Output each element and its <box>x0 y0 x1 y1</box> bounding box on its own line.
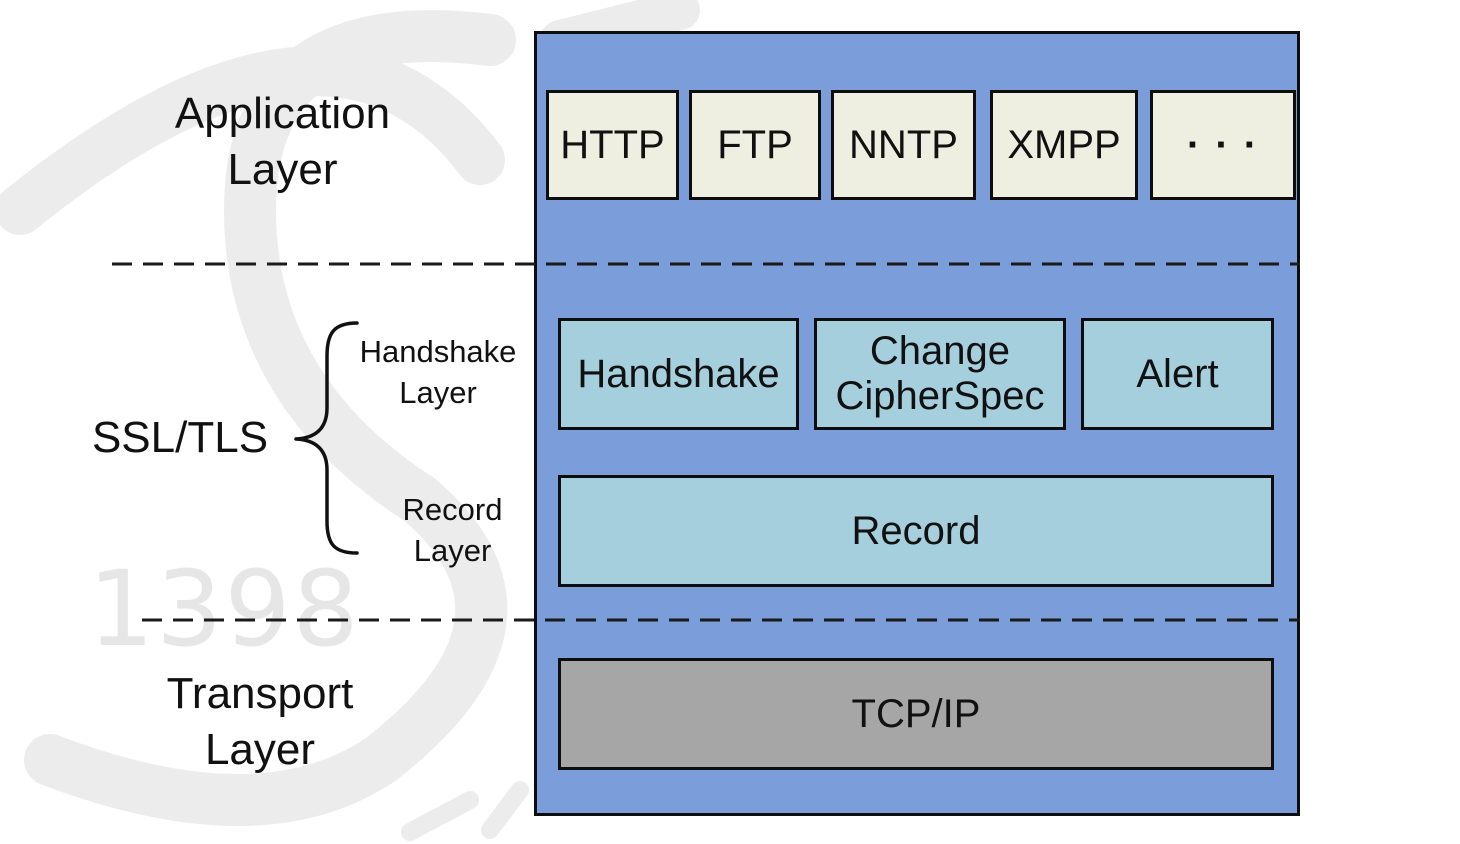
application-layer-label: Application Layer <box>174 89 391 194</box>
protocol-handshake: Handshake <box>558 318 799 430</box>
protocol-tcp-ip: TCP/IP <box>558 658 1274 770</box>
protocol-more: · · · <box>1150 90 1296 200</box>
transport-layer-label: Transport Layer <box>166 669 354 774</box>
protocol-alert: Alert <box>1081 318 1274 430</box>
protocol-record: Record <box>558 475 1274 587</box>
protocol-change-cipher-spec: Change CipherSpec <box>814 318 1066 430</box>
protocol-nntp: NNTP <box>831 90 976 200</box>
watermark-digits: 1398 <box>88 548 361 670</box>
handshake-layer-label: Handshake Layer <box>359 334 517 410</box>
ssl-tls-label: SSL/TLS <box>91 413 269 462</box>
protocol-http: HTTP <box>546 90 679 200</box>
protocol-ftp: FTP <box>689 90 821 200</box>
protocol-xmpp: XMPP <box>990 90 1138 200</box>
record-layer-label: Record Layer <box>402 492 503 568</box>
